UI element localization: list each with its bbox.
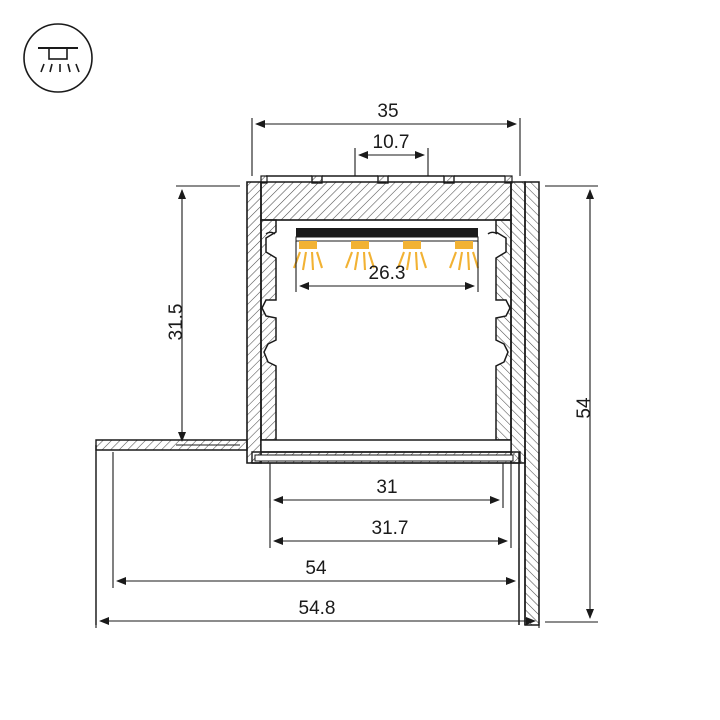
dim-bottom-inner-2: 31.7 <box>372 518 409 539</box>
dim-left-height: 31.5 <box>166 304 187 341</box>
dim-inner-width: 26.3 <box>369 263 406 284</box>
dimension-labels: 35 10.7 26.3 31.5 54 31 31.7 54 54.8 <box>166 101 595 619</box>
dim-bottom-inner-1: 31 <box>376 477 397 498</box>
bottom-diffuser <box>251 439 521 464</box>
top-ribs <box>260 175 513 184</box>
dim-right-height: 54 <box>574 397 595 419</box>
profile-geometry <box>95 175 540 626</box>
dim-top-width: 35 <box>377 101 398 122</box>
recessed-ceiling-mount-icon <box>23 23 93 93</box>
dim-top-inner-width: 10.7 <box>373 132 410 153</box>
dim-bottom-width-1: 54 <box>305 558 327 579</box>
left-flange <box>95 439 248 625</box>
led-emitters <box>293 241 480 271</box>
dim-bottom-width-2: 54.8 <box>299 598 336 619</box>
led-strip <box>295 228 479 242</box>
dimension-lines <box>95 118 598 628</box>
